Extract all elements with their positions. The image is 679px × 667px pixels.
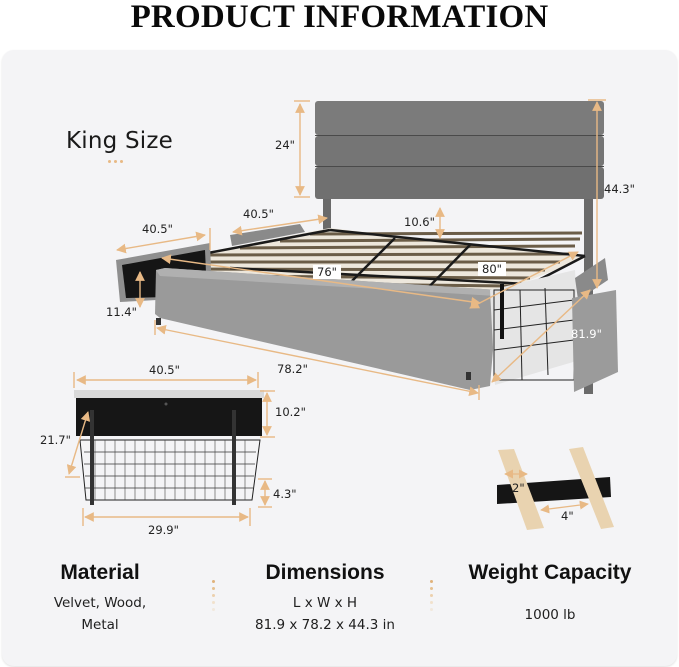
right-drawer-width-label: 40.5": [243, 207, 274, 221]
spec-value: 1000 lb: [524, 607, 576, 623]
slat-gap-label: 4": [561, 509, 574, 523]
total-height-label: 44.3": [604, 182, 635, 196]
decorative-dots-icon: [108, 160, 123, 163]
spec-heading: Dimensions: [265, 561, 385, 584]
spec-heading: Material: [60, 561, 140, 584]
headboard-height-label: 24": [275, 138, 295, 152]
outer-width-label: 81.9": [571, 327, 602, 341]
drawer-depth-label: 21.7": [40, 433, 71, 447]
spec-heading: Weight Capacity: [468, 561, 632, 584]
spec-value: Metal: [81, 617, 119, 633]
drawer-front-height-label: 10.2": [275, 405, 306, 419]
divider-dots-icon: [212, 580, 215, 611]
spec-value: 81.9 x 78.2 x 44.3 in: [255, 617, 395, 633]
drawer-detail: [74, 390, 264, 505]
under-bed-clearance-label: 11.4": [106, 305, 137, 319]
basket-height-label: 4.3": [273, 487, 297, 501]
slat-width-label: 2": [512, 481, 525, 495]
spec-dimensions: Dimensions L x W x H 81.9 x 78.2 x 44.3 …: [235, 560, 415, 636]
spec-material: Material Velvet, Wood, Metal: [40, 560, 160, 636]
headboard-clearance-label: 10.6": [404, 215, 435, 229]
divider-dots-icon: [430, 580, 433, 611]
left-drawer-width-label: 40.5": [142, 222, 173, 236]
outer-length-label: 78.2": [277, 362, 308, 376]
inner-length-label: 76": [313, 265, 341, 279]
spec-value: Velvet, Wood,: [53, 595, 147, 611]
inner-width-label: 80": [478, 262, 506, 276]
page-title: PRODUCT INFORMATION: [130, 0, 549, 35]
spec-value: L x W x H: [292, 595, 358, 611]
size-label: King Size: [66, 128, 173, 154]
spec-weight-capacity: Weight Capacity 1000 lb: [455, 560, 645, 626]
drawer-front-width-label: 40.5": [149, 363, 180, 377]
basket-width-label: 29.9": [148, 523, 179, 537]
slat-detail: [497, 447, 614, 530]
